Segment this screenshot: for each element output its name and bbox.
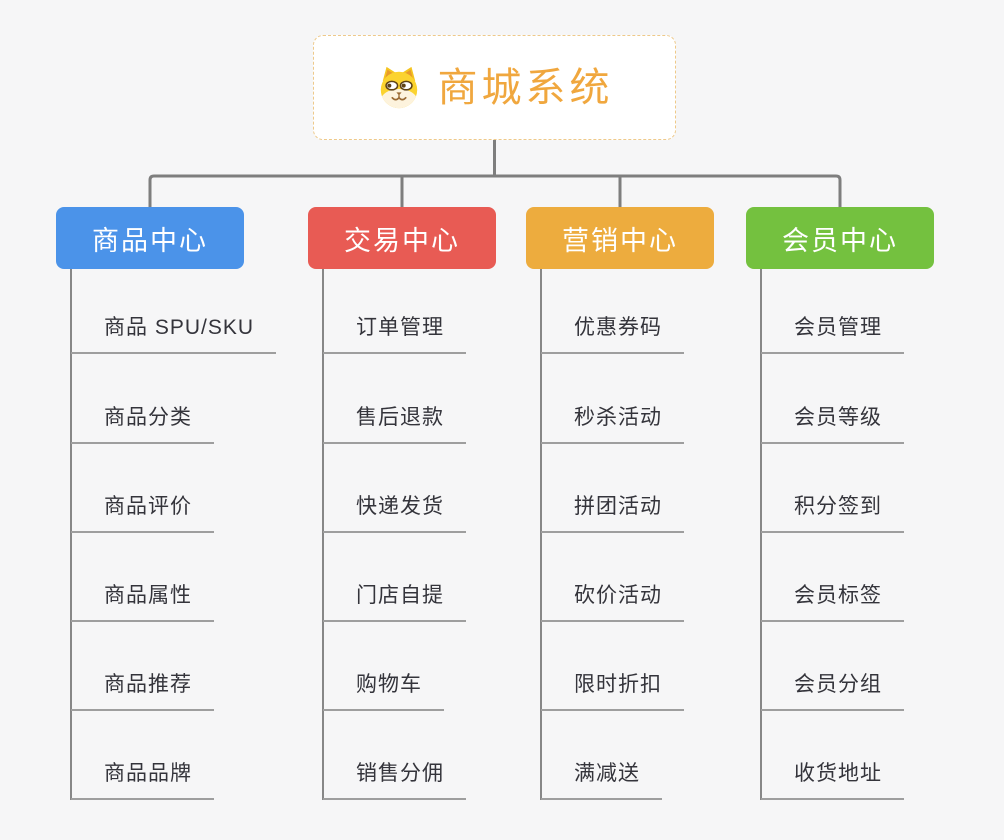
leaf-node[interactable]: 满减送 — [541, 759, 662, 800]
leaf-node[interactable]: 秒杀活动 — [541, 403, 684, 444]
leaf-node[interactable]: 积分签到 — [761, 492, 904, 533]
leaf-node[interactable]: 会员等级 — [761, 403, 904, 444]
dog-icon — [380, 66, 417, 108]
leaf-node[interactable]: 拼团活动 — [541, 492, 684, 533]
leaf-node[interactable]: 快递发货 — [323, 492, 466, 533]
leaf-node[interactable]: 订单管理 — [323, 313, 466, 354]
leaf-node[interactable]: 购物车 — [323, 670, 444, 711]
root-node[interactable]: 商城系统 — [313, 35, 676, 140]
branch-node-3[interactable]: 会员中心 — [746, 207, 934, 269]
leaf-node[interactable]: 商品分类 — [71, 403, 214, 444]
leaf-node[interactable]: 会员标签 — [761, 581, 904, 622]
leaf-node[interactable]: 销售分佣 — [323, 759, 466, 800]
branch-node-2[interactable]: 营销中心 — [526, 207, 714, 269]
root-title: 商城系统 — [437, 65, 614, 110]
leaf-node[interactable]: 会员管理 — [761, 313, 904, 354]
leaf-node[interactable]: 优惠券码 — [541, 313, 684, 354]
branch-node-1[interactable]: 交易中心 — [308, 207, 496, 269]
leaf-node[interactable]: 商品 SPU/SKU — [71, 313, 277, 354]
leaf-node[interactable]: 砍价活动 — [541, 581, 684, 622]
leaf-node[interactable]: 售后退款 — [323, 403, 466, 444]
leaf-node[interactable]: 商品属性 — [71, 581, 214, 622]
leaf-node[interactable]: 商品评价 — [71, 492, 214, 533]
leaf-node[interactable]: 会员分组 — [761, 670, 904, 711]
branch-node-0[interactable]: 商品中心 — [56, 207, 244, 269]
leaf-node[interactable]: 商品推荐 — [71, 670, 214, 711]
leaf-node[interactable]: 门店自提 — [323, 581, 466, 622]
leaf-node[interactable]: 收货地址 — [761, 759, 904, 800]
leaf-node[interactable]: 商品品牌 — [71, 759, 214, 800]
leaf-node[interactable]: 限时折扣 — [541, 670, 684, 711]
